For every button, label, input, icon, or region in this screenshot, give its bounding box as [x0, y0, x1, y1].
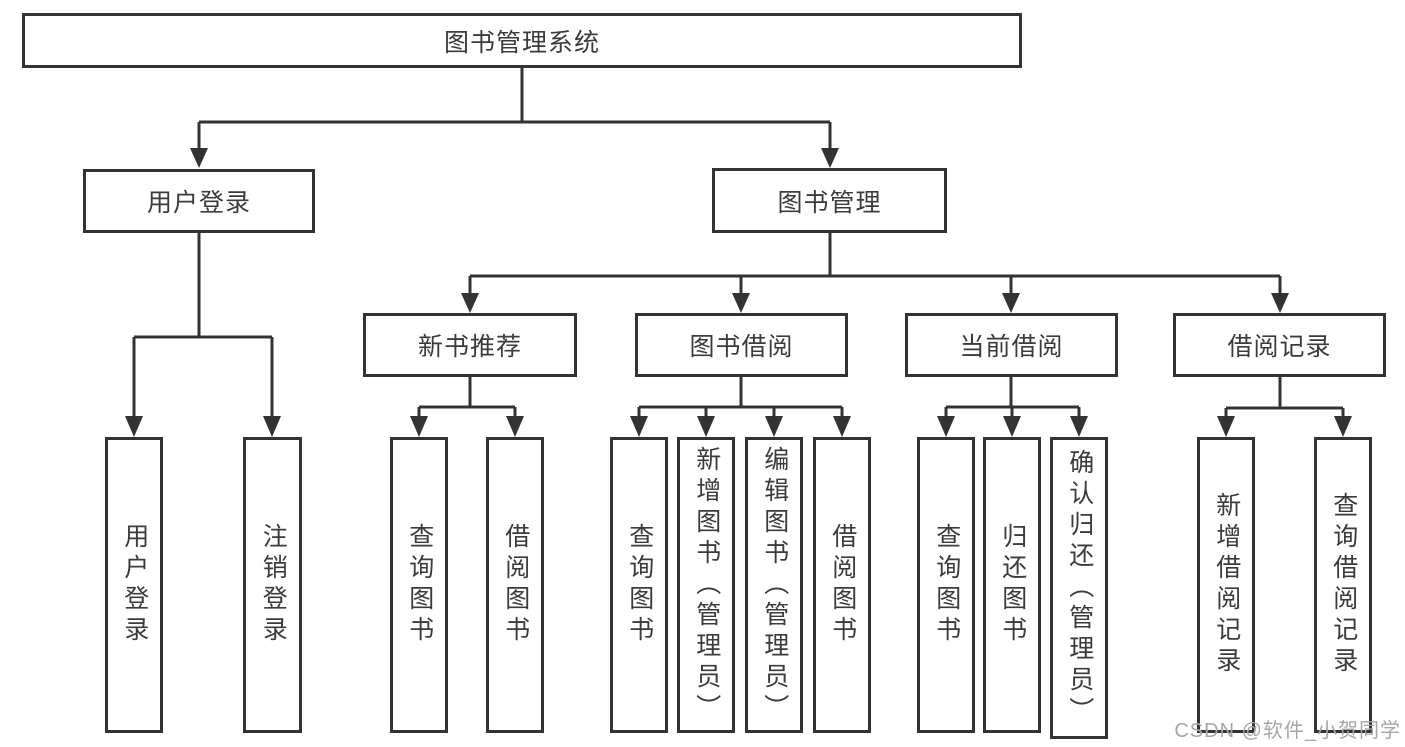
node-library-system: 图书管理系统: [22, 13, 1022, 68]
node-borrow-records: 借阅记录: [1173, 313, 1386, 377]
leaf-user-login-label: 用户登录: [120, 523, 149, 647]
edge-bookmgmt-to-level3: [461, 233, 1289, 313]
leaf-return-books: 归还图书: [983, 437, 1041, 733]
edge-newbook-to-leaves: [410, 377, 524, 437]
leaf-query-books-1-label: 查询图书: [405, 523, 434, 647]
leaf-borrow-books-1-label: 借阅图书: [501, 523, 530, 647]
node-current-borrowing-label: 当前借阅: [959, 333, 1064, 361]
leaf-user-login: 用户登录: [105, 437, 163, 733]
leaf-add-book-admin-label: 新增图书（管理员）: [692, 445, 721, 725]
node-user-login: 用户登录: [83, 169, 315, 233]
leaf-query-borrow-record-label: 查询借阅记录: [1329, 492, 1358, 678]
node-library-system-label: 图书管理系统: [443, 28, 600, 57]
leaf-query-borrow-record: 查询借阅记录: [1314, 437, 1372, 733]
node-new-book-recommend-label: 新书推荐: [417, 333, 522, 361]
leaf-add-borrow-record: 新增借阅记录: [1197, 437, 1255, 733]
leaf-edit-book-admin-label: 编辑图书（管理员）: [760, 445, 789, 725]
leaf-confirm-return-admin: 确认归还（管理员）: [1050, 437, 1108, 739]
leaf-edit-book-admin: 编辑图书（管理员）: [745, 437, 803, 733]
edge-userlogin-to-leaves: [125, 233, 281, 437]
leaf-borrow-books-2-label: 借阅图书: [828, 523, 857, 647]
leaf-query-books-2: 查询图书: [610, 437, 668, 733]
edge-bookborrow-to-leaves: [630, 377, 851, 437]
leaf-add-book-admin: 新增图书（管理员）: [677, 437, 735, 733]
node-book-borrowing: 图书借阅: [635, 313, 848, 377]
node-new-book-recommend: 新书推荐: [363, 313, 577, 377]
node-borrow-records-label: 借阅记录: [1227, 333, 1332, 361]
leaf-query-books-1: 查询图书: [390, 437, 448, 733]
edge-borrowrecord-to-leaves: [1217, 377, 1352, 437]
node-current-borrowing: 当前借阅: [905, 313, 1118, 377]
leaf-logout: 注销登录: [243, 437, 302, 733]
node-book-management: 图书管理: [712, 168, 947, 233]
leaf-logout-label: 注销登录: [259, 523, 288, 647]
leaf-query-books-3-label: 查询图书: [932, 523, 961, 647]
leaf-return-books-label: 归还图书: [998, 523, 1027, 647]
node-user-login-label: 用户登录: [146, 189, 251, 217]
edge-root-to-level2: [190, 68, 839, 168]
csdn-watermark: CSDN @软件_小贺同学: [1174, 720, 1401, 742]
leaf-query-books-2-label: 查询图书: [625, 523, 654, 647]
leaf-add-borrow-record-label: 新增借阅记录: [1212, 492, 1241, 678]
leaf-confirm-return-admin-label: 确认归还（管理员）: [1065, 448, 1094, 728]
leaf-query-books-3: 查询图书: [917, 437, 975, 733]
leaf-borrow-books-2: 借阅图书: [813, 437, 871, 733]
node-book-management-label: 图书管理: [777, 188, 882, 217]
edge-currentborrow-to-leaves: [937, 377, 1088, 437]
node-book-borrowing-label: 图书借阅: [689, 333, 794, 361]
leaf-borrow-books-1: 借阅图书: [486, 437, 544, 733]
